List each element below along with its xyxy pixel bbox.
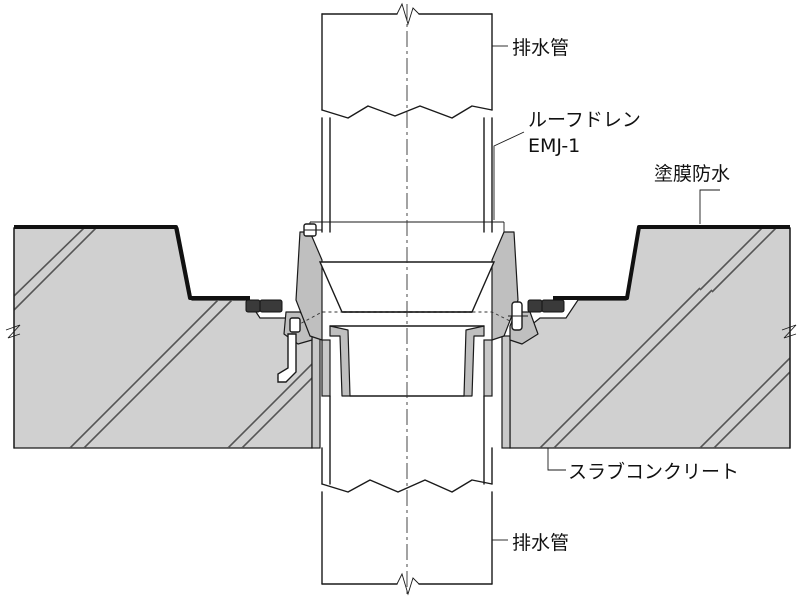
right-slab <box>509 227 797 449</box>
drain-pipe-upper <box>321 2 493 233</box>
bolt-left-top <box>303 223 322 237</box>
left-slab <box>5 227 313 449</box>
bolt-left <box>289 317 301 333</box>
sealant-right <box>527 299 565 313</box>
label-roof-drain: ルーフドレン <box>528 109 641 131</box>
label-coating-waterproof: 塗膜防水 <box>654 162 730 185</box>
label-model: EMJ-1 <box>528 135 580 157</box>
sealant-left <box>245 299 283 313</box>
label-drain-pipe-bottom: 排水管 <box>512 532 569 554</box>
label-drain-pipe-top: 排水管 <box>512 37 569 59</box>
drain-pipe-lower <box>321 395 493 596</box>
leader-lines <box>492 45 720 541</box>
anchor-bolt <box>277 333 297 383</box>
label-slab-concrete: スラブコンクリート <box>568 460 739 483</box>
bolt-right <box>508 301 528 331</box>
waterproof-membrane <box>14 225 790 300</box>
